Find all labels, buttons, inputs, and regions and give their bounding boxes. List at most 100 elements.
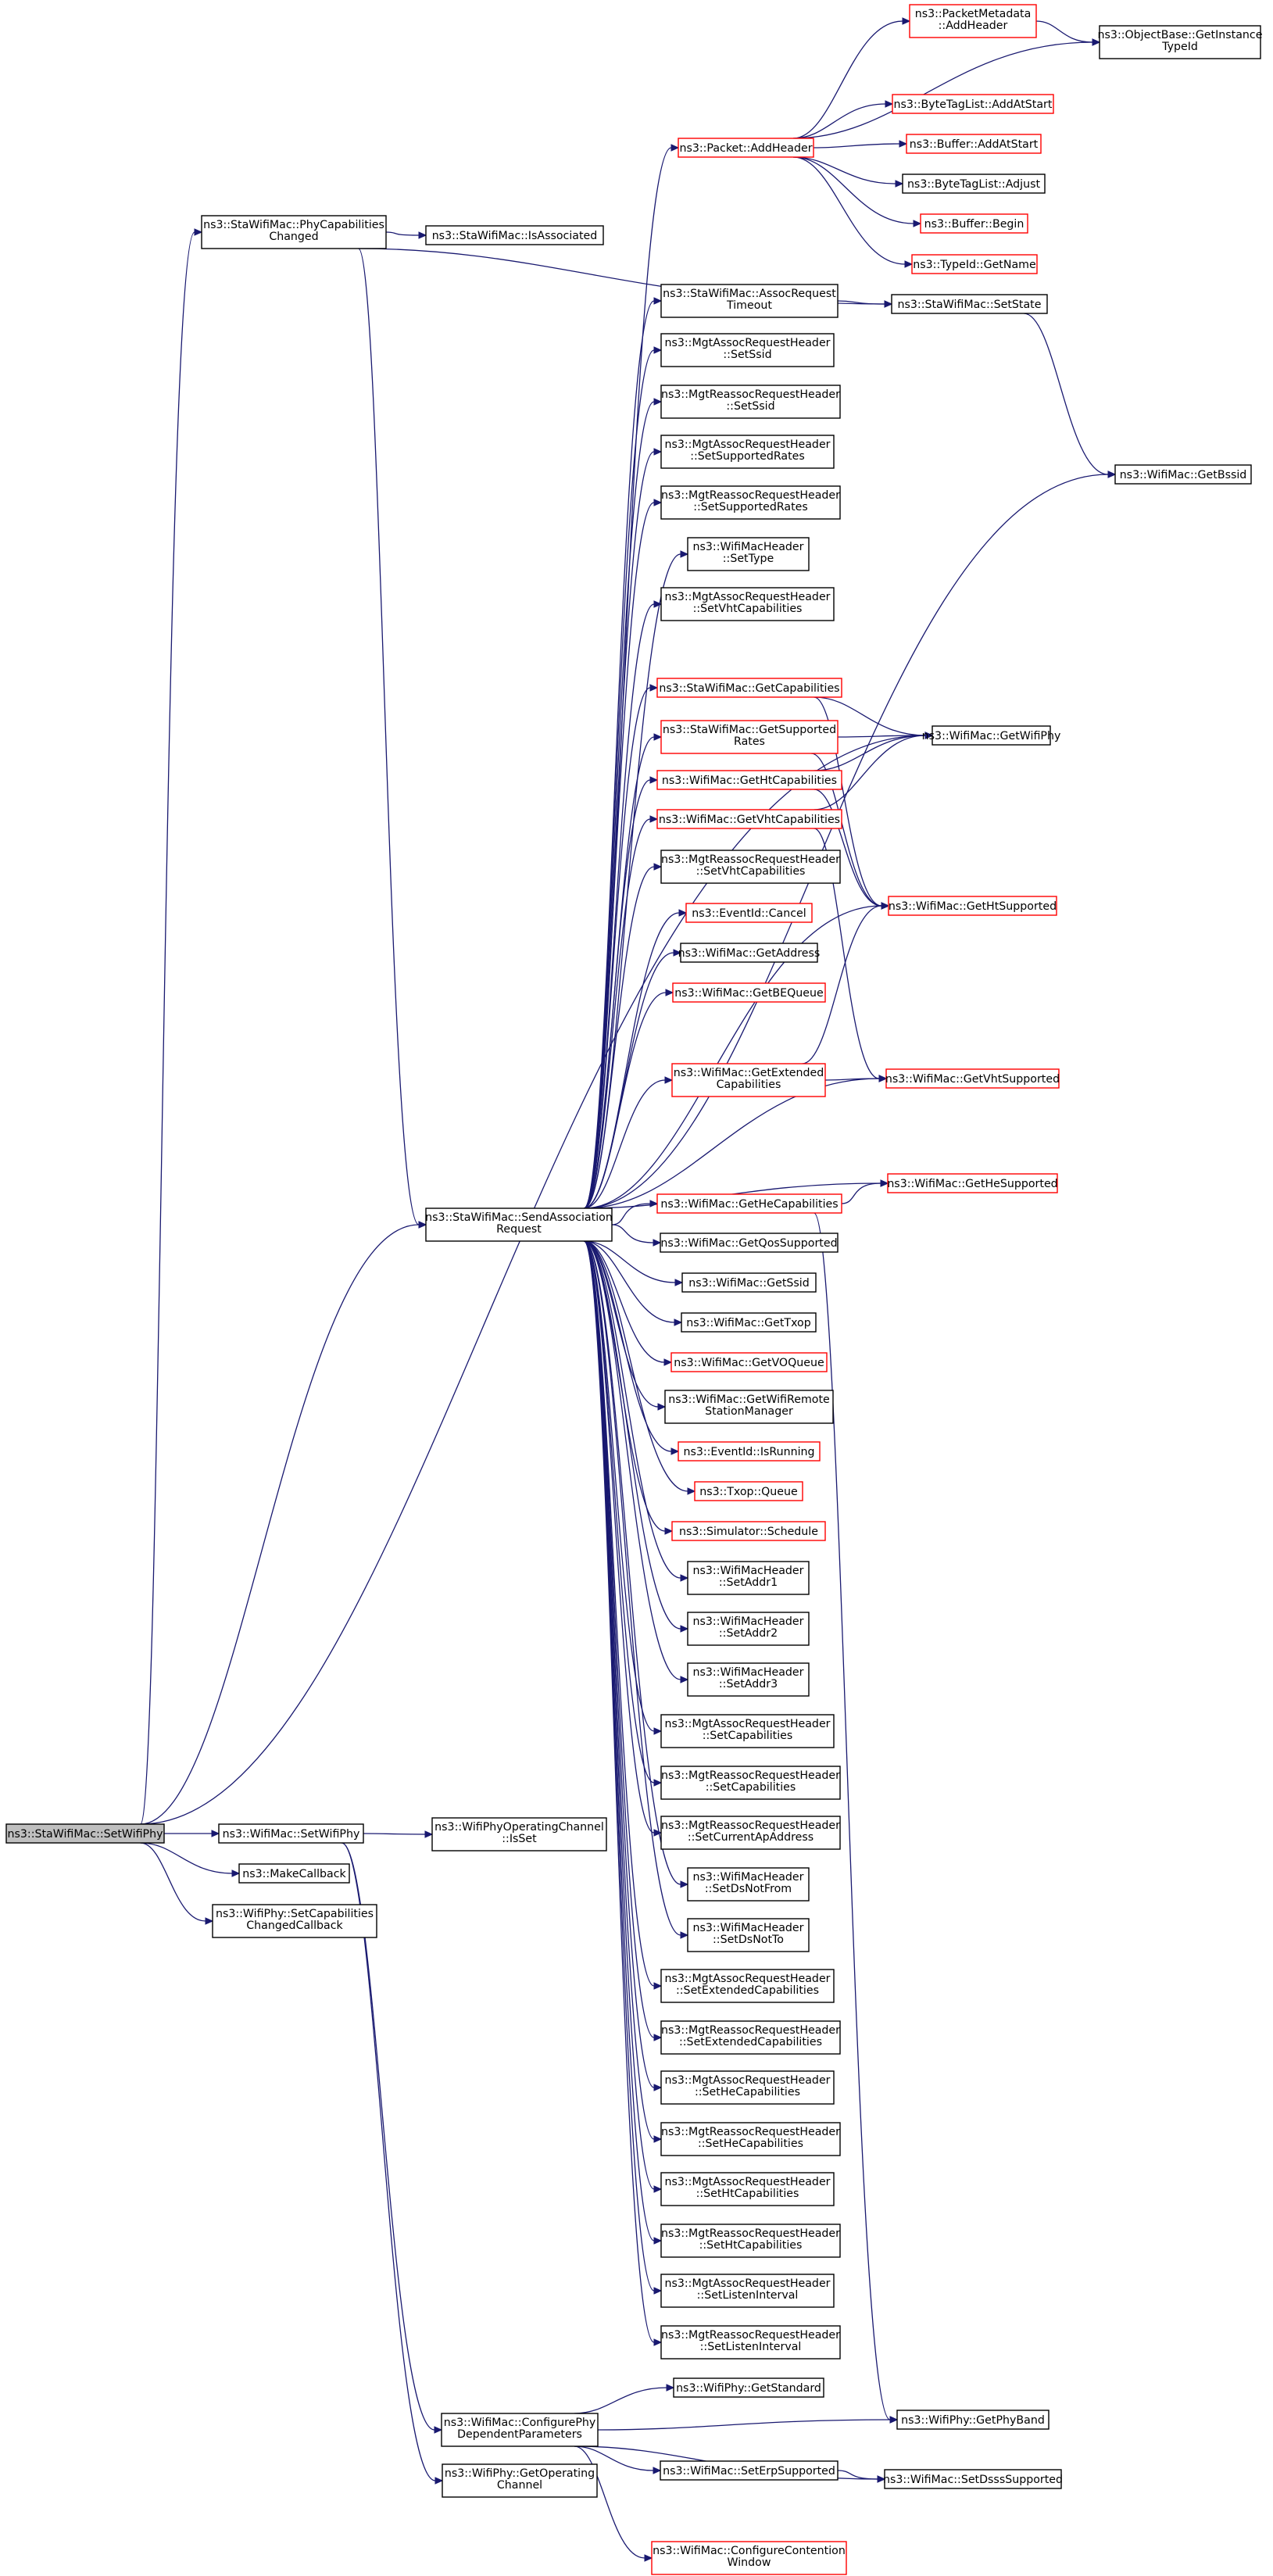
edge-arrowhead	[434, 2477, 444, 2485]
node-getstandard[interactable]: ns3::WifiPhy::GetStandard	[673, 2377, 824, 2398]
node-mgtreassoc-setsuprates[interactable]: ns3::MgtReassocRequestHeader::SetSupport…	[660, 485, 841, 520]
node-btl-adjust[interactable]: ns3::ByteTagList::Adjust	[902, 174, 1046, 194]
node-setstate[interactable]: ns3::StaWifiMac::SetState	[891, 294, 1048, 314]
node-setcapchangedcb[interactable]: ns3::WifiPhy::SetCapabilitiesChangedCall…	[212, 1904, 377, 1938]
node-configphy[interactable]: ns3::WifiMac::ConfigurePhyDependentParam…	[441, 2413, 599, 2447]
node-mgtreassoc-sethecap[interactable]: ns3::MgtReassocRequestHeader::SetHeCapab…	[660, 2122, 841, 2156]
node-label: ns3::StaWifiMac::GetSupported	[663, 724, 836, 736]
node-hdr-setaddr2[interactable]: ns3::WifiMacHeader::SetAddr2	[687, 1612, 810, 1646]
edge-arrowhead	[231, 1869, 241, 1877]
node-hdr-setaddr1[interactable]: ns3::WifiMacHeader::SetAddr1	[687, 1561, 810, 1595]
node-gethecap[interactable]: ns3::WifiMac::GetHeCapabilities	[656, 1193, 842, 1214]
node-buf-addatstart[interactable]: ns3::Buffer::AddAtStart	[906, 134, 1042, 154]
node-isassociated[interactable]: ns3::StaWifiMac::IsAssociated	[425, 225, 604, 245]
edge-assocreqtimeout-to-setstate	[837, 300, 885, 305]
node-label: ::SetSsid	[726, 400, 774, 413]
edge-arrowhead	[687, 1487, 696, 1495]
node-getvoqueue[interactable]: ns3::WifiMac::GetVOQueue	[670, 1352, 828, 1372]
node-getqossupported[interactable]: ns3::WifiMac::GetQosSupported	[660, 1233, 839, 1253]
node-box	[932, 725, 1051, 746]
node-getwifiremote[interactable]: ns3::WifiMac::GetWifiRemoteStationManage…	[664, 1390, 834, 1424]
node-getwifiphy[interactable]: ns3::WifiMac::GetWifiPhy	[922, 725, 1061, 746]
node-typeid-getname[interactable]: ns3::TypeId::GetName	[911, 254, 1038, 274]
edge-arrowhead	[653, 2237, 663, 2245]
node-gethtsupported[interactable]: ns3::WifiMac::GetHtSupported	[888, 896, 1057, 916]
node-box	[660, 1969, 835, 2003]
node-mgtassoc-setlisten[interactable]: ns3::MgtAssocRequestHeader::SetListenInt…	[660, 2274, 835, 2308]
node-getaddress[interactable]: ns3::WifiMac::GetAddress	[678, 943, 821, 963]
edge-pkt-addheader-to-btl-addatstart	[793, 103, 886, 139]
node-label: ns3::WifiMac::GetAddress	[678, 947, 821, 960]
node-hdr-setaddr3[interactable]: ns3::WifiMacHeader::SetAddr3	[687, 1662, 810, 1697]
edge-sendassoc-to-hdr-setaddr2	[584, 1240, 681, 1630]
node-mgtreassoc-setlisten[interactable]: ns3::MgtReassocRequestHeader::SetListenI…	[660, 2325, 841, 2360]
edge-setwifiphy-to-phycap	[140, 231, 195, 1825]
node-mgtreassoc-setcap[interactable]: ns3::MgtReassocRequestHeader::SetCapabil…	[660, 1766, 841, 1800]
node-box	[888, 896, 1057, 916]
node-btl-addatstart[interactable]: ns3::ByteTagList::AddAtStart	[892, 94, 1054, 114]
node-getvhtcap[interactable]: ns3::WifiMac::GetVhtCapabilities	[656, 809, 842, 829]
node-gettxop[interactable]: ns3::WifiMac::GetTxop	[681, 1312, 817, 1333]
node-gethtcap[interactable]: ns3::WifiMac::GetHtCapabilities	[656, 770, 842, 790]
edge-arrowhead	[653, 2084, 663, 2091]
node-sim-schedule[interactable]: ns3::Simulator::Schedule	[671, 1521, 826, 1541]
node-mgtassoc-setcap[interactable]: ns3::MgtAssocRequestHeader::SetCapabilit…	[660, 1714, 835, 1748]
node-eventid-isrunning[interactable]: ns3::EventId::IsRunning	[678, 1441, 821, 1462]
node-seterpsupported[interactable]: ns3::WifiMac::SetErpSupported	[660, 2460, 839, 2481]
node-getbssid[interactable]: ns3::WifiMac::GetBssid	[1114, 464, 1252, 485]
node-label: ns3::MgtAssocRequestHeader	[664, 1973, 830, 1985]
node-wifimac-setwifiphy[interactable]: ns3::WifiMac::SetWifiPhy	[218, 1823, 364, 1844]
node-mgtassoc-setsuprates[interactable]: ns3::MgtAssocRequestHeader::SetSupported…	[660, 435, 835, 469]
node-setdsss[interactable]: ns3::WifiMac::SetDsssSupported	[883, 2469, 1063, 2489]
node-label: Timeout	[726, 299, 772, 312]
node-mgtreassoc-setcurap[interactable]: ns3::MgtReassocRequestHeader::SetCurrent…	[660, 1816, 841, 1850]
edge-arrowhead	[434, 2426, 443, 2434]
edge-sendassoc-to-mgtreassoc-setvht	[584, 866, 655, 1209]
edge-arrowhead	[680, 1931, 689, 1939]
node-hdr-setdsnotfrom[interactable]: ns3::WifiMacHeader::SetDsNotFrom	[687, 1867, 810, 1902]
node-box	[201, 215, 387, 249]
node-label: Window	[728, 2556, 771, 2569]
node-hdr-setdsnotto[interactable]: ns3::WifiMacHeader::SetDsNotTo	[687, 1918, 810, 1952]
node-getcapabilities[interactable]: ns3::StaWifiMac::GetCapabilities	[656, 678, 842, 698]
node-label: Request	[496, 1223, 542, 1236]
node-mgtreassoc-setvht[interactable]: ns3::MgtReassocRequestHeader::SetVhtCapa…	[660, 850, 841, 884]
node-txop-queue[interactable]: ns3::Txop::Queue	[694, 1481, 803, 1501]
edge-setwifiphy-to-getwifiphy	[140, 735, 926, 1825]
node-getbequeue[interactable]: ns3::WifiMac::GetBEQueue	[672, 982, 826, 1003]
node-mgtassoc-sethtcap[interactable]: ns3::MgtAssocRequestHeader::SetHtCapabil…	[660, 2172, 835, 2206]
node-mgtassoc-setssid[interactable]: ns3::MgtAssocRequestHeader::SetSsid	[660, 333, 835, 367]
node-gethesupported[interactable]: ns3::WifiMac::GetHeSupported	[887, 1173, 1058, 1193]
node-buf-begin[interactable]: ns3::Buffer::Begin	[920, 213, 1028, 234]
node-pktmeta[interactable]: ns3::PacketMetadata::AddHeader	[909, 4, 1037, 38]
edge-arrowhead	[665, 989, 674, 996]
node-mgtreassoc-setextcap[interactable]: ns3::MgtReassocRequestHeader::SetExtende…	[660, 2020, 841, 2055]
node-mgtassoc-setextcap[interactable]: ns3::MgtAssocRequestHeader::SetExtendedC…	[660, 1969, 835, 2003]
node-eventid-cancel[interactable]: ns3::EventId::Cancel	[685, 903, 813, 923]
node-pkt-addheader[interactable]: ns3::Packet::AddHeader	[678, 138, 814, 158]
node-opchannel-isset[interactable]: ns3::WifiPhyOperatingChannel::IsSet	[431, 1817, 607, 1852]
node-label: ns3::WifiMacHeader	[693, 1666, 804, 1679]
node-label: ns3::Simulator::Schedule	[679, 1526, 818, 1538]
node-getssid[interactable]: ns3::WifiMac::GetSsid	[681, 1272, 817, 1293]
node-label: ns3::ByteTagList::Adjust	[907, 178, 1041, 191]
node-mgtassoc-setvht[interactable]: ns3::MgtAssocRequestHeader::SetVhtCapabi…	[660, 587, 835, 621]
node-label: ::SetCapabilities	[706, 1781, 796, 1794]
node-makecallback[interactable]: ns3::MakeCallback	[238, 1863, 350, 1884]
node-mgtassoc-sethecap[interactable]: ns3::MgtAssocRequestHeader::SetHeCapabil…	[660, 2070, 835, 2105]
edge-arrowhead	[418, 231, 427, 239]
node-label: ns3::MgtReassocRequestHeader	[661, 2329, 840, 2342]
node-mgtreassoc-setssid[interactable]: ns3::MgtReassocRequestHeader::SetSsid	[660, 385, 841, 419]
node-wifimachdr-settype[interactable]: ns3::WifiMacHeader::SetType	[687, 537, 810, 571]
node-getphyband[interactable]: ns3::WifiPhy::GetPhyBand	[896, 2410, 1050, 2430]
node-mgtreassoc-sethtcap[interactable]: ns3::MgtReassocRequestHeader::SetHtCapab…	[660, 2224, 841, 2258]
node-getvhtsupported[interactable]: ns3::WifiMac::GetVhtSupported	[885, 1068, 1060, 1089]
